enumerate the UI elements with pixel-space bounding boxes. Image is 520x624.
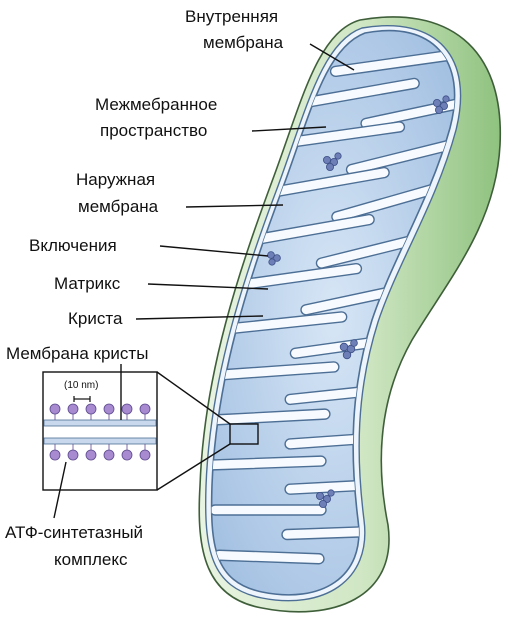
inset-lower-membrane	[43, 437, 157, 445]
atp-synthase-particles-upper	[49, 403, 151, 420]
label-matrix: Матрикс	[54, 274, 121, 293]
label-inner-membrane-line2: мембрана	[203, 33, 284, 52]
leader-inclusions	[159, 245, 269, 257]
inset-frame	[42, 371, 158, 491]
inclusion-cluster	[315, 489, 335, 508]
inclusion-cluster	[267, 251, 281, 266]
cristae	[211, 48, 455, 565]
atp-synthase-particles-lower	[49, 444, 151, 461]
label-inclusions: Включения	[29, 236, 117, 255]
label-atp-synthase-line2: комплекс	[54, 550, 128, 569]
label-crista: Криста	[68, 309, 123, 328]
leader-matrix	[147, 283, 269, 290]
label-intermembrane-line1: Межмебранное	[95, 95, 217, 114]
label-outer-membrane-line1: Наружная	[76, 170, 155, 189]
label-inner-membrane-line1: Внутренняя	[185, 7, 278, 26]
inclusion-cluster	[339, 339, 358, 360]
label-outer-membrane-line2: мембрана	[78, 197, 159, 216]
crista-fold	[329, 48, 455, 78]
leader-outer-membrane	[185, 204, 284, 208]
crista-fold	[211, 455, 327, 471]
magnified-region-marker	[229, 423, 259, 445]
inclusion-cluster	[322, 152, 342, 171]
crista-fold	[211, 504, 327, 516]
scale-label: (10 nm)	[64, 380, 98, 391]
leader-crista	[135, 315, 264, 320]
inclusions-granules	[267, 95, 450, 508]
leader-inner-membrane	[309, 43, 355, 71]
label-atp-synthase-line1: АТФ-синтетазный	[5, 523, 143, 542]
crista-fold	[211, 408, 331, 426]
atp-synthase-inset: (10 nm)	[42, 364, 158, 519]
inset-upper-membrane	[43, 419, 157, 427]
label-intermembrane-line2: пространство	[100, 121, 207, 140]
label-crista-membrane: Мембрана кристы	[6, 344, 148, 363]
crista-fold	[345, 138, 455, 176]
inclusion-cluster	[432, 95, 450, 115]
leader-intermembrane	[251, 126, 327, 132]
